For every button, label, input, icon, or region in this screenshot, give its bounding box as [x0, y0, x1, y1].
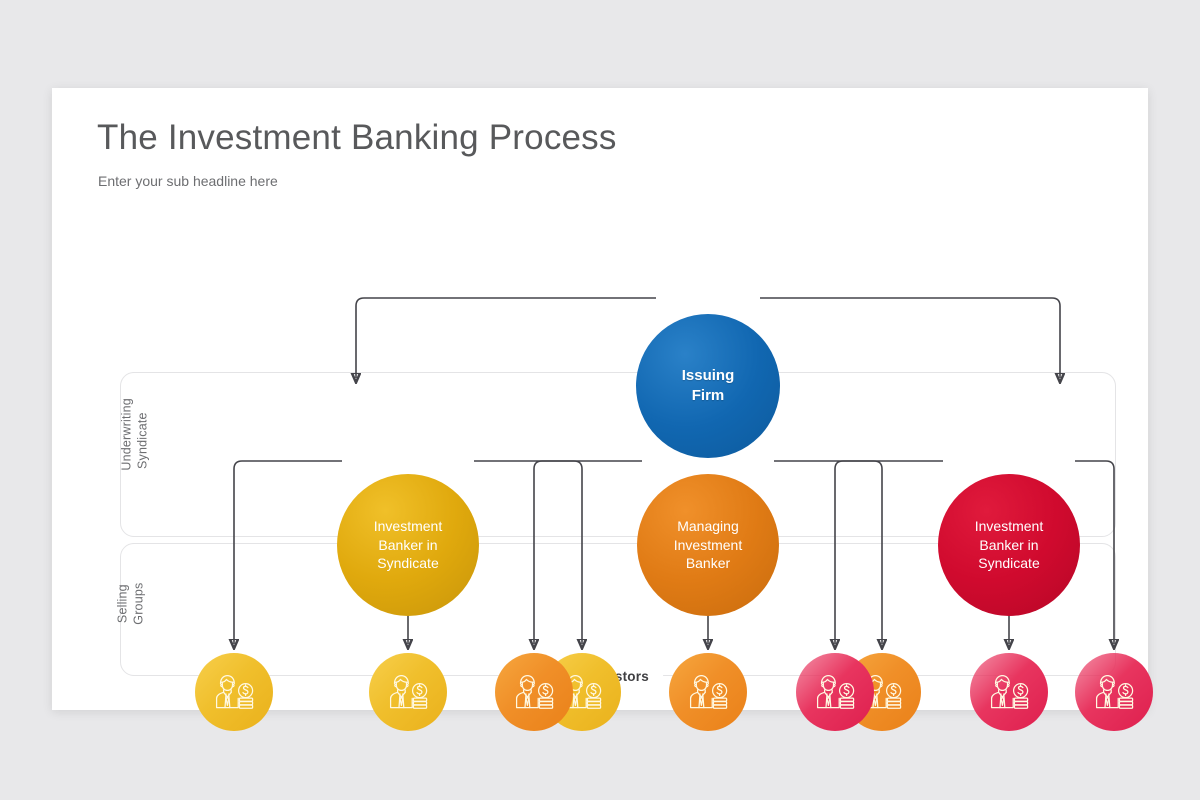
page-title: The Investment Banking Process: [97, 118, 617, 157]
node-investment-banker-in-syndicate-right-label: Investment Banker in Syndicate: [974, 517, 1044, 572]
node-investment-banker-in-syndicate-left-label: Investment Banker in Syndicate: [373, 517, 443, 572]
investor-icon: [515, 674, 554, 709]
band-label-selling: Selling Groups: [115, 582, 145, 625]
investor-circle[interactable]: [495, 653, 573, 731]
node-issuing-firm[interactable]: Issuing Firm: [636, 314, 780, 458]
slide-canvas: The Investment Banking Process Enter you…: [52, 88, 1153, 731]
investor-icon: [389, 674, 428, 709]
node-issuing-firm-label: Issuing Firm: [681, 366, 735, 404]
node-investment-banker-in-syndicate-right[interactable]: Investment Banker in Syndicate: [938, 474, 1080, 616]
page-subtitle: Enter your sub headline here: [98, 173, 278, 189]
investor-circle[interactable]: [1075, 653, 1153, 731]
node-investment-banker-in-syndicate-left[interactable]: Investment Banker in Syndicate: [337, 474, 479, 616]
band-label-underwriting: Underwriting Syndicate: [119, 398, 149, 471]
investor-circle[interactable]: [970, 653, 1048, 731]
investor-circle[interactable]: [669, 653, 747, 731]
node-managing-investment-banker-label: Managing Investment Banker: [673, 517, 743, 572]
investor-circle[interactable]: [796, 653, 874, 731]
investor-icon: [816, 674, 855, 709]
node-managing-investment-banker[interactable]: Managing Investment Banker: [637, 474, 779, 616]
investor-circle[interactable]: [195, 653, 273, 731]
investor-icon: [689, 674, 728, 709]
investor-icon: [990, 674, 1029, 709]
investor-circle[interactable]: [369, 653, 447, 731]
investor-icon: [215, 674, 254, 709]
investor-icon: [1095, 674, 1134, 709]
